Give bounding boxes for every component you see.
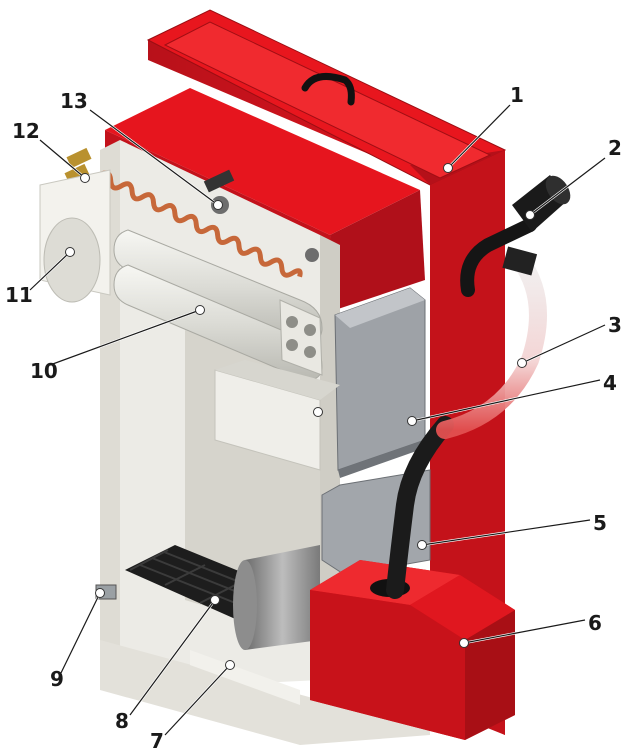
callout-10: 10 [30,359,58,383]
cooling-coil [98,170,303,278]
callout-8: 8 [115,709,129,733]
burner-fan [233,545,320,650]
cleaning-door [334,287,426,478]
leader-dots [65,163,535,670]
flue-collar [39,169,111,303]
callout-6: 6 [588,611,602,635]
pellet-burner [310,560,515,740]
burner-tube [386,416,454,599]
heat-exchanger-tubes [113,229,323,381]
callout-2: 2 [608,136,622,160]
callout-9: 9 [50,667,64,691]
callout-labels: 1 2 3 4 5 6 7 8 9 10 11 12 13 [5,83,622,753]
callout-13: 13 [60,89,88,113]
callout-11: 11 [5,283,33,307]
callout-7: 7 [150,729,164,751]
callout-1: 1 [510,83,524,107]
callout-5: 5 [593,511,607,535]
leader-lines-dark [29,104,606,736]
deflector-plate [214,360,340,471]
callout-4: 4 [603,371,617,395]
callout-3: 3 [608,313,622,337]
callout-12: 12 [12,119,40,143]
